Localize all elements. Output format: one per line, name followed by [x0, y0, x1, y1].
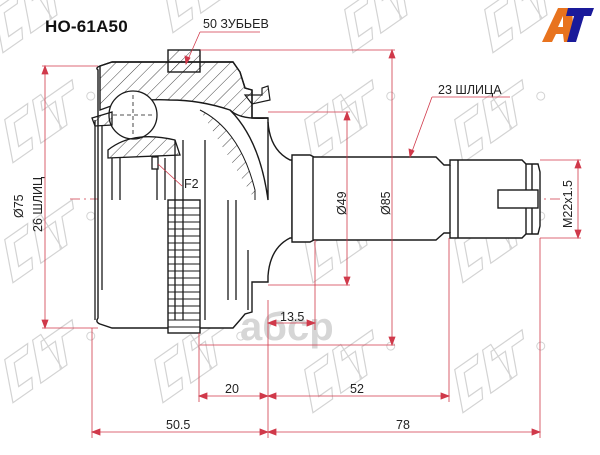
abs-ring-teeth [168, 207, 200, 328]
thread-label: M22x1.5 [561, 180, 575, 228]
housing-diameter-label: Ø75 [12, 194, 26, 218]
inner-race [91, 90, 249, 320]
boot-seal [243, 85, 271, 105]
clip-callout: F2 [184, 177, 199, 191]
housing-to-shoulder-label: 50.5 [166, 418, 191, 432]
seal-offset-label: 13.5 [280, 310, 305, 324]
shoulder-to-spline-label: 52 [350, 382, 364, 396]
shoulder-to-end-label: 78 [396, 418, 410, 432]
part-number-title: HO-61A50 [45, 17, 128, 36]
at-logo [542, 8, 594, 42]
inner-splines-label: 26 ШЛИЦ [31, 176, 45, 232]
abs-ring-diameter-label: Ø85 [379, 191, 393, 215]
abs-to-shoulder-label: 20 [225, 382, 239, 396]
shaft-diameter-label: Ø49 [335, 191, 349, 215]
dimension-lines [41, 31, 582, 438]
abs-teeth-callout: 50 ЗУБЬЕВ [203, 17, 269, 31]
outer-splines-callout: 23 ШЛИЦА [438, 83, 502, 97]
abcp-watermark: aбcp [240, 305, 334, 349]
stub-shaft [291, 154, 541, 243]
